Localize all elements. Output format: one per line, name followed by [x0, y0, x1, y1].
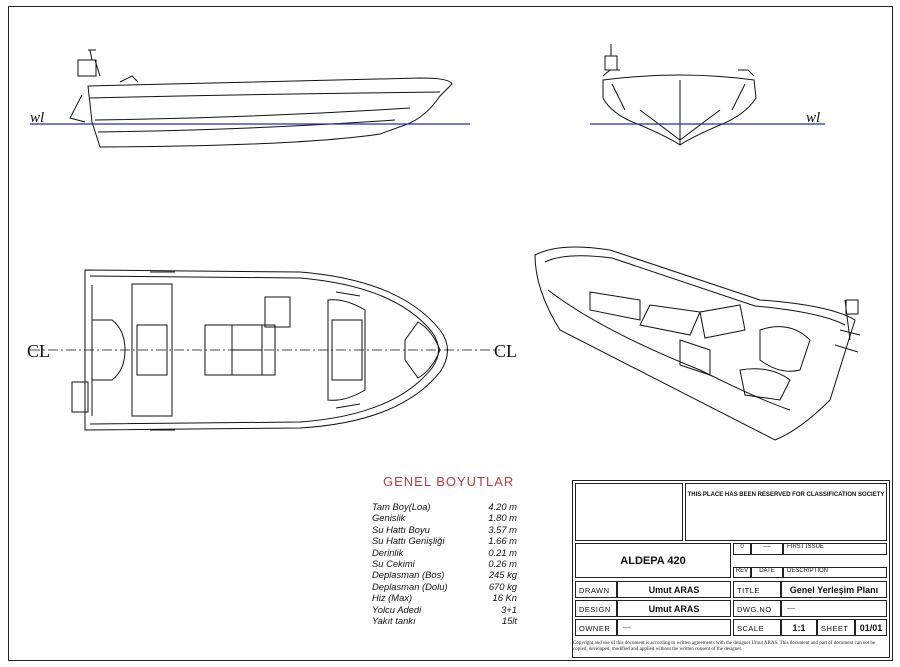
- waterline-label-right: wl: [806, 110, 821, 126]
- isometric-view: [534, 246, 861, 441]
- project-name: ALDEPA 420: [575, 543, 731, 578]
- side-profile-view: [69, 49, 453, 148]
- dimension-row: Deplasman (Dolu)670 kg: [372, 580, 517, 592]
- title-block: THIS PLACE HAS BEEN RESERVED FOR CLASSIF…: [572, 480, 890, 658]
- plan-view: [71, 269, 448, 431]
- drawing-border: [8, 6, 893, 661]
- thumbnail-cell: [575, 483, 683, 541]
- classification-note: THIS PLACE HAS BEEN RESERVED FOR CLASSIF…: [685, 483, 887, 541]
- dimension-row: Hiz (Max)16 Kn: [372, 592, 517, 604]
- title-value: Genel Yerleşim Planı: [781, 581, 887, 598]
- scale-label: SCALE: [733, 619, 781, 636]
- dimension-row: Deplasman (Bos)245 kg: [372, 569, 517, 581]
- title-label: TITLE: [733, 581, 781, 598]
- front-view: [602, 44, 757, 146]
- dimensions-title: GENEL BOYUTLAR: [383, 474, 515, 489]
- drawn-label: DRAWN: [575, 581, 617, 598]
- dwg-value: ----: [781, 600, 887, 617]
- dimension-row: Tam Boy(Loa)4.20 m: [372, 501, 517, 512]
- date-header: DATE: [751, 567, 783, 578]
- scale-value: 1:1: [781, 619, 817, 636]
- copyright-note: Copyright and use of this document is ac…: [573, 641, 876, 652]
- owner-label: OWNER: [575, 619, 617, 636]
- design-label: DESIGN: [575, 600, 617, 617]
- design-value: Umut ARAS: [617, 600, 731, 617]
- description-header: DESCRIPTION: [783, 567, 887, 578]
- rev-header: REV: [733, 567, 751, 578]
- centerline-label-left: CL: [27, 341, 51, 361]
- dwg-label: DWG.NO: [733, 600, 781, 617]
- rev-description-value: FIRST ISSUE: [783, 543, 887, 555]
- sheet-label: SHEET: [817, 619, 855, 636]
- owner-value: ----: [617, 619, 731, 636]
- sheet-value: 01/01: [855, 619, 887, 636]
- centerline-label-right: CL: [494, 341, 518, 361]
- rev-date-value: ----: [751, 543, 783, 555]
- drawn-value: Umut ARAS: [617, 581, 731, 598]
- waterline-label-left: wl: [30, 110, 45, 126]
- rev-value: 0: [733, 543, 751, 555]
